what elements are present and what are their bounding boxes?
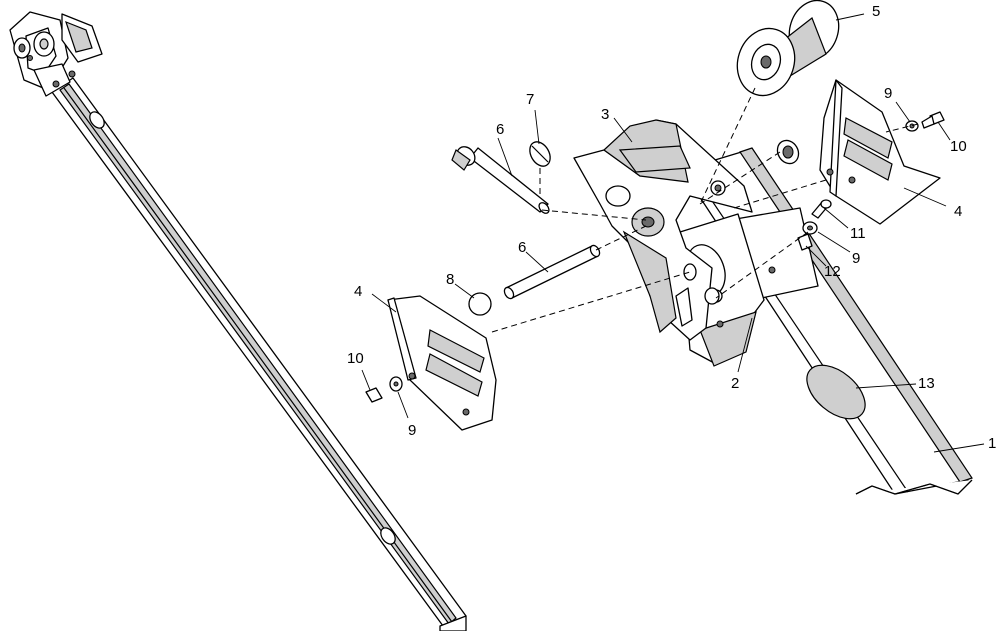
callout-8: 8 [446,271,454,288]
callout-1: 1 [988,435,996,452]
callout-10: 10 [950,138,967,155]
callout-5: 5 [872,3,880,20]
callout-13: 13 [918,375,935,392]
callout-6: 6 [518,239,526,256]
part-4-left-plate [387,295,497,431]
callout-6: 6 [496,121,504,138]
assembly-lines [491,87,919,333]
callout-9: 9 [852,250,860,267]
hardware-right [797,111,945,251]
part-7-clip [529,141,551,167]
part-4-right-plate [819,79,941,225]
part-6-lower-pin [503,244,601,300]
callout-4: 4 [954,203,962,220]
callout-3: 3 [601,106,609,123]
assembled-head [9,11,103,97]
leader-lines [361,13,985,453]
bushing-ring [776,139,800,165]
callout-7: 7 [526,91,534,108]
callout-2: 2 [731,375,739,392]
part-6-upper-pin [451,146,550,214]
callout-11: 11 [850,225,866,242]
part-1-tube [681,147,973,495]
callout-12: 12 [824,263,841,280]
callout-9: 9 [884,85,892,102]
callout-9: 9 [408,422,416,439]
assembled-tube [51,77,467,632]
part-8-plug [468,292,492,316]
part-3-head [573,119,753,341]
callout-4: 4 [354,283,362,300]
callout-10: 10 [347,350,364,367]
part-5-roller [736,0,840,97]
hardware-left [365,376,403,403]
callout-labels: 5 9 10 7 3 6 4 11 9 6 12 8 4 10 9 2 13 1 [347,3,996,452]
